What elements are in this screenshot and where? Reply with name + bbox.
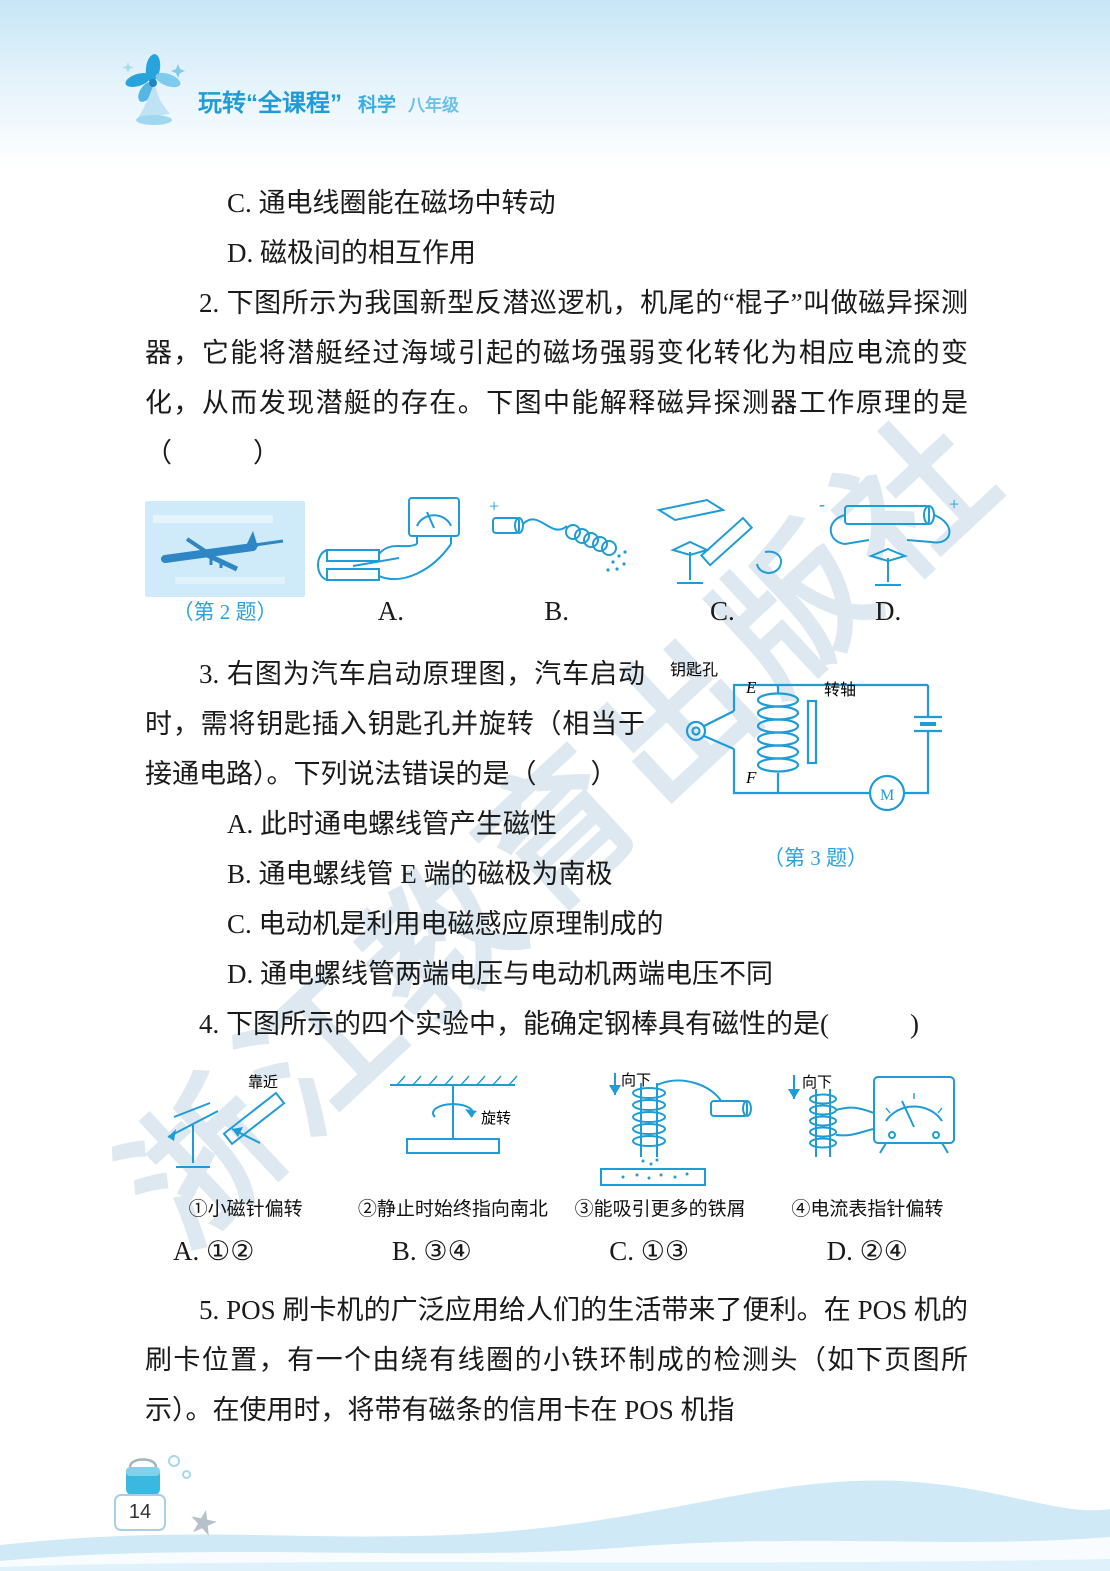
q4-figure-1-compass-deflect-icon: 靠近 <box>167 1074 286 1168</box>
q4-figure-1-label: 靠近 <box>248 1074 278 1091</box>
bubble-decoration <box>168 1455 180 1467</box>
q2-figure-a-galvanometer-magnet-icon <box>317 497 461 581</box>
q4-figure-1-caption: ①小磁针偏转 <box>188 1199 303 1220</box>
f-terminal-label: F <box>745 768 757 787</box>
q2-figure-a-label: A. <box>377 596 404 626</box>
q3-figure-caption: （第 3 题） <box>763 846 868 870</box>
q3-text: 3. 右图为汽车启动原理图，汽车启动时，需将钥匙插入钥匙孔并旋转（相当于接通电路… <box>145 659 645 789</box>
q2-figure-b-battery-coil-icon: + <box>489 496 627 572</box>
q3-option-d: D. 通电螺线管两端电压与电动机两端电压不同 <box>227 959 773 989</box>
top-gradient <box>0 0 1110 170</box>
brand-title: 玩转“全课程” <box>198 90 342 117</box>
q5-text: 5. POS 刷卡机的广泛应用给人们的生活带来了便利。在 POS 机的刷卡位置，… <box>145 1295 968 1425</box>
q4-figure-4-column: 向下 ④电流表指针偏转 <box>767 1065 968 1223</box>
q2-text: 2. 下图所示为我国新型反潜巡逻机，机尾的“棍子”叫做磁异探测器，它能将潜艇经过… <box>145 288 968 468</box>
q2-photo-caption: （第 2 题） <box>172 600 278 624</box>
q1-option-c: C. 通电线圈能在磁场中转动 <box>227 188 556 218</box>
q3-figure: 钥匙孔 E F 转轴 M （第 3 题） <box>663 645 968 873</box>
q4-figures: 靠近 ①小磁针偏转 旋转 ②静止时始终指向南北 <box>145 1065 968 1223</box>
q3-block: 钥匙孔 E F 转轴 M （第 3 题） 3. 右图为汽车启动原理图，汽车启动时… <box>145 649 968 999</box>
q4-figure-3-caption: ③能吸引更多的铁屑 <box>574 1199 746 1220</box>
plus-sign: + <box>489 496 499 516</box>
q2-airplane-photo <box>145 501 305 597</box>
q4-figure-3-column: 向下 ③能吸引更多的铁屑 <box>560 1065 761 1223</box>
q4-choice-a: A. ①② <box>173 1236 255 1266</box>
minus-sign: - <box>819 494 825 514</box>
plus-sign: + <box>949 494 959 514</box>
q2-figure-b-column: + B. <box>477 490 637 627</box>
bucket-icon <box>126 1458 160 1495</box>
q2-figure-b-label: B. <box>544 596 569 626</box>
q4-figure-4-coil-ammeter-icon: 向下 <box>787 1074 955 1157</box>
bubble-decoration <box>182 1470 191 1479</box>
q1-option-d: D. 磁极间的相互作用 <box>227 238 476 268</box>
q4-figure-3-label: 向下 <box>621 1072 651 1089</box>
q3-option-b: B. 通电螺线管 E 端的磁极为南极 <box>227 859 613 889</box>
q4-figure-2-hanging-bar-icon: 旋转 <box>390 1075 518 1154</box>
q3-circuit-diagram: 钥匙孔 E F 转轴 M <box>670 661 942 812</box>
keyhole-label: 钥匙孔 <box>670 661 718 679</box>
airplane-icon <box>153 515 285 584</box>
q2-figure-c-column: C. <box>643 490 803 627</box>
q2-figure-d-battery-compass-icon: - + <box>819 494 959 586</box>
q4-choices: A. ①② B. ③④ C. ①③ D. ②④ <box>145 1223 968 1277</box>
q4-figure-1-column: 靠近 ①小磁针偏转 <box>145 1065 346 1223</box>
footer-wave-decoration <box>0 1480 1110 1571</box>
q2-figures: （第 2 题） <box>145 490 968 627</box>
q4-figure-4-caption: ④电流表指针偏转 <box>791 1199 944 1220</box>
q4-choice-b: B. ③④ <box>391 1236 472 1266</box>
q2-figure-d-column: - + D. <box>808 490 968 627</box>
brand-subject: 科学 <box>358 95 397 116</box>
q3-option-c: C. 电动机是利用电磁感应原理制成的 <box>227 909 664 939</box>
q3-option-a: A. 此时通电螺线管产生磁性 <box>227 809 557 839</box>
q4-text: 4. 下图所示的四个实验中，能确定钢棒具有磁性的是( ) <box>199 1009 919 1039</box>
header: 玩转“全课程” 科学 八年级 <box>118 52 459 132</box>
q4-choice-d: D. ②④ <box>826 1236 908 1266</box>
q4-figure-2-column: 旋转 ②静止时始终指向南北 <box>352 1065 553 1223</box>
q4-figure-2-caption: ②静止时始终指向南北 <box>357 1199 548 1220</box>
e-terminal-label: E <box>745 678 757 697</box>
motor-label: M <box>880 787 894 804</box>
q2-figure-c-bar-compass-icon <box>656 498 782 584</box>
q4-choice-c: C. ①③ <box>609 1236 690 1266</box>
q2-figure-d-label: D. <box>875 596 902 626</box>
q4-figure-2-label: 旋转 <box>481 1110 511 1127</box>
shaft-label: 转轴 <box>824 681 856 699</box>
brand-grade: 八年级 <box>408 96 460 115</box>
q4-figure-3-coil-filings-icon: 向下 <box>599 1072 752 1186</box>
q2-figure-a-column: A. <box>311 490 471 627</box>
page-number-badge: 14 <box>114 1494 166 1531</box>
q2-figure-c-label: C. <box>709 596 735 626</box>
content: C. 通电线圈能在磁场中转动 D. 磁极间的相互作用 2. 下图所示为我国新型反… <box>145 178 968 1435</box>
q4-figure-4-label: 向下 <box>802 1074 832 1091</box>
brand-logo-icon <box>122 54 185 125</box>
q2-photo-column: （第 2 题） <box>145 501 305 627</box>
